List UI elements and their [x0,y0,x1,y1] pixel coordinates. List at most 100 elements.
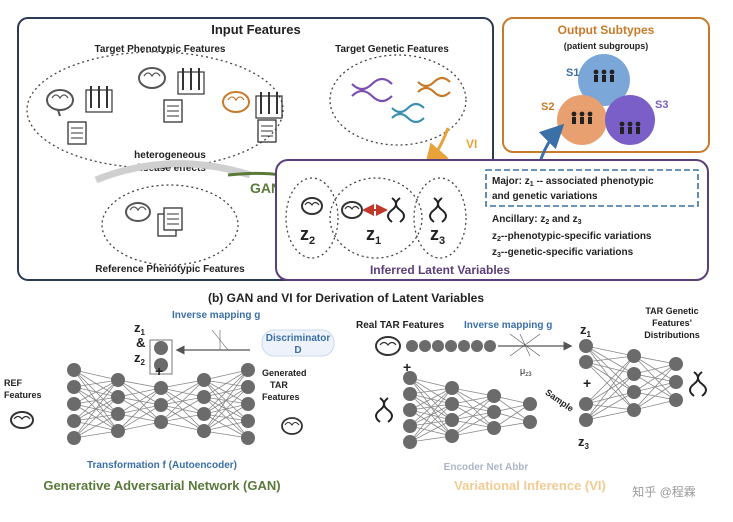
vi-network-name: Variational Inference (VI) [454,478,606,493]
dna-icon [375,397,393,423]
network-edge [117,387,162,415]
z2-cloud [285,177,339,259]
z3-description: z3--genetic-specific variations [492,247,634,259]
network-edge [633,355,677,365]
network-node [523,397,537,411]
brain-icon [281,417,303,435]
brain-icon [10,411,34,429]
z1-symbol: z1 [366,224,381,247]
real-feature-node [445,340,457,352]
discriminator-d-label: D [294,345,301,356]
network-node [241,414,255,428]
network-node [197,390,211,404]
network-edge [585,345,635,375]
network-node [579,355,593,369]
brain-icon [46,89,74,117]
network-edge [409,387,453,443]
network-node [627,403,641,417]
network-edge [73,379,119,388]
network-edge [160,379,205,423]
network-edge [73,379,119,405]
real-feature-node [458,340,470,352]
network-node [579,397,593,411]
major-line-1: Major: z1 -- associated phenotypic [492,176,654,188]
network-edge [493,395,531,423]
gan-plus-symbol: + [155,363,163,379]
tar-genetic-label-3: Distributions [644,330,700,340]
network-node [197,373,211,387]
network-edge [633,363,677,411]
discriminator-label: Discriminator [266,333,331,344]
input-features-title: Input Features [211,22,301,37]
network-edge [585,409,635,421]
subtype-s3-circle [605,95,655,145]
network-edge [451,395,495,405]
subtype-s3-label: S3 [655,99,668,111]
network-edge [451,411,495,437]
generated-label-1: Generated [262,368,307,378]
ancillary-line: Ancillary: z2 and z3 [492,214,582,226]
network-edge [160,413,205,423]
vi-z1-symbol: z1 [580,322,592,339]
major-line-2: and genetic variations [492,191,598,202]
ref-features-label-2: Features [4,390,42,400]
gan-edges [73,369,249,439]
vi-inverse-mini-net [509,333,541,357]
network-edge [585,373,635,405]
network-edge [160,379,205,389]
network-node [403,419,417,433]
reference-phenotypic-label: Reference Phenotypic Features [95,264,245,275]
network-edge [73,396,119,439]
document-icon [67,121,87,145]
sample-label: Sample [543,387,575,414]
brain-icon [125,202,151,222]
section-b-title: (b) GAN and VI for Derivation of Latent … [208,291,484,305]
z3-cloud [413,177,467,259]
network-node [241,363,255,377]
vi-label: VI [466,137,477,151]
real-feature-node [419,340,431,352]
network-edge [585,355,635,421]
network-node [487,421,501,435]
z2-symbol: z2 [300,224,315,247]
network-node [669,375,683,389]
network-edge [633,363,677,375]
network-node [67,363,81,377]
network-edge [585,403,635,411]
network-node [197,407,211,421]
network-node [445,429,459,443]
network-edge [160,396,205,423]
gan-network: z1 & z2 + Inverse mapping g Discriminato… [4,310,335,493]
network-node [669,393,683,407]
network-edge [585,345,635,357]
z1-cloud [329,177,423,259]
latent-variables-title: Inferred Latent Variables [370,263,510,277]
tar-genetic-label-2: Features' [652,318,692,328]
network-edge [633,399,677,411]
network-edge [117,387,162,398]
target-genetic-label: Target Genetic Features [335,44,449,55]
latent-column-box [149,339,173,375]
discriminator-box [261,329,335,357]
network-node [627,367,641,381]
vi-z3-symbol: z3 [578,434,590,451]
test-tubes-icon [177,68,205,95]
test-tubes-icon [85,86,113,113]
gan-network-name: Generative Adversarial Network (GAN) [43,478,280,493]
network-edge [73,379,119,439]
network-node [579,413,593,427]
z2-description: z2--phenotypic-specific variations [492,231,652,243]
network-node [445,381,459,395]
network-node [403,435,417,449]
network-edge [203,420,249,432]
patient-group-icon [571,69,641,134]
network-node [67,397,81,411]
network-edge [585,345,635,411]
target-genetic-cloud [329,54,467,146]
network-edge [203,369,249,398]
subtype-s1-label: S1 [566,67,579,79]
network-edge [585,355,635,363]
heterogeneous-arrow [94,160,252,184]
network-node [154,398,168,412]
gan-inverse-mapping-label: Inverse mapping g [172,310,260,321]
